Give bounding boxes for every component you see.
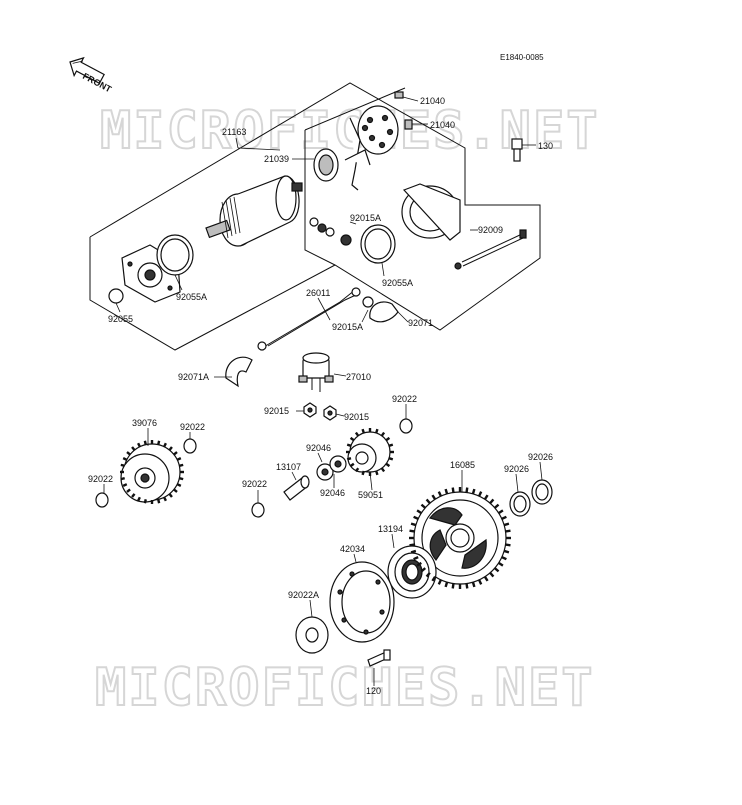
label-120: 120 [366, 686, 381, 696]
label-92071A: 92071A [178, 372, 209, 382]
label-59051: 59051 [358, 490, 383, 500]
label-92022-b: 92022 [180, 422, 205, 432]
starter-rear-cover [401, 183, 461, 241]
watermark-bottom: MICROFICHES.NET [95, 658, 595, 718]
clutch-housing [329, 561, 395, 643]
washer-92022-a [399, 418, 413, 434]
sprocket [413, 491, 507, 585]
label-42034: 42034 [340, 544, 365, 554]
washer-92022-c [95, 492, 109, 508]
label-21163: 21163 [222, 127, 246, 137]
boot-92071 [369, 301, 399, 323]
label-21040-a: 21040 [420, 96, 445, 106]
label-92015A-b: 92015A [332, 322, 363, 332]
watermark-top: MICROFICHES.NET [100, 101, 600, 161]
boot-92071A [225, 356, 253, 388]
label-92055: 92055 [108, 314, 133, 324]
label-92055A-left: 92055A [176, 292, 207, 302]
bolt-120 [367, 649, 391, 667]
part-labels: 21040 21040 21163 130 21039 92015A 92009… [88, 96, 553, 696]
starter-gear-teeth [346, 428, 394, 476]
starter-relay [298, 352, 334, 392]
diagram-reference: E1840-0085 [500, 53, 544, 62]
starter-motor [205, 175, 303, 247]
washer-92015A-lower [362, 296, 374, 308]
label-92022A: 92022A [288, 590, 319, 600]
label-92055A-right: 92055A [382, 278, 413, 288]
label-92026-a: 92026 [504, 464, 529, 474]
label-39076: 39076 [132, 418, 157, 428]
starter-clutch [387, 545, 437, 599]
label-92022-a: 92022 [392, 394, 417, 404]
label-16085: 16085 [450, 460, 475, 470]
washers-92015A [309, 217, 352, 246]
assembly-outline [89, 82, 541, 351]
brush-plate [344, 91, 413, 191]
label-92022-d: 92022 [242, 479, 267, 489]
leader-lines [103, 96, 543, 686]
label-92015-b: 92015 [344, 412, 369, 422]
sprocket-teeth [409, 487, 511, 589]
shaft-13107 [283, 475, 310, 501]
label-21039: 21039 [264, 154, 289, 164]
lead-wire [257, 287, 361, 351]
label-26011: 26011 [306, 288, 330, 298]
starter-gear [347, 431, 391, 473]
label-92071: 92071 [408, 318, 433, 328]
long-bolt [454, 229, 527, 270]
label-21040-b: 21040 [430, 120, 455, 130]
label-130: 130 [538, 141, 553, 151]
label-92015A-a: 92015A [350, 213, 381, 223]
label-92015-a: 92015 [264, 406, 289, 416]
label-92026-b: 92026 [528, 452, 553, 462]
bolt-130 [511, 138, 523, 162]
label-92046-b: 92046 [320, 488, 345, 498]
nuts-92015 [303, 402, 337, 421]
idler-gear-teeth [120, 440, 184, 504]
label-13194: 13194 [378, 524, 403, 534]
brush-holder [313, 148, 339, 182]
label-92022-c: 92022 [88, 474, 113, 484]
label-13107: 13107 [276, 462, 301, 472]
washer-92022-b [183, 438, 197, 454]
label-92009: 92009 [478, 225, 503, 235]
label-27010: 27010 [346, 372, 371, 382]
idler-gear [120, 443, 181, 503]
label-92046-a: 92046 [306, 443, 331, 453]
o-ring-92055 [108, 288, 124, 304]
washer-92022-d [251, 502, 265, 518]
